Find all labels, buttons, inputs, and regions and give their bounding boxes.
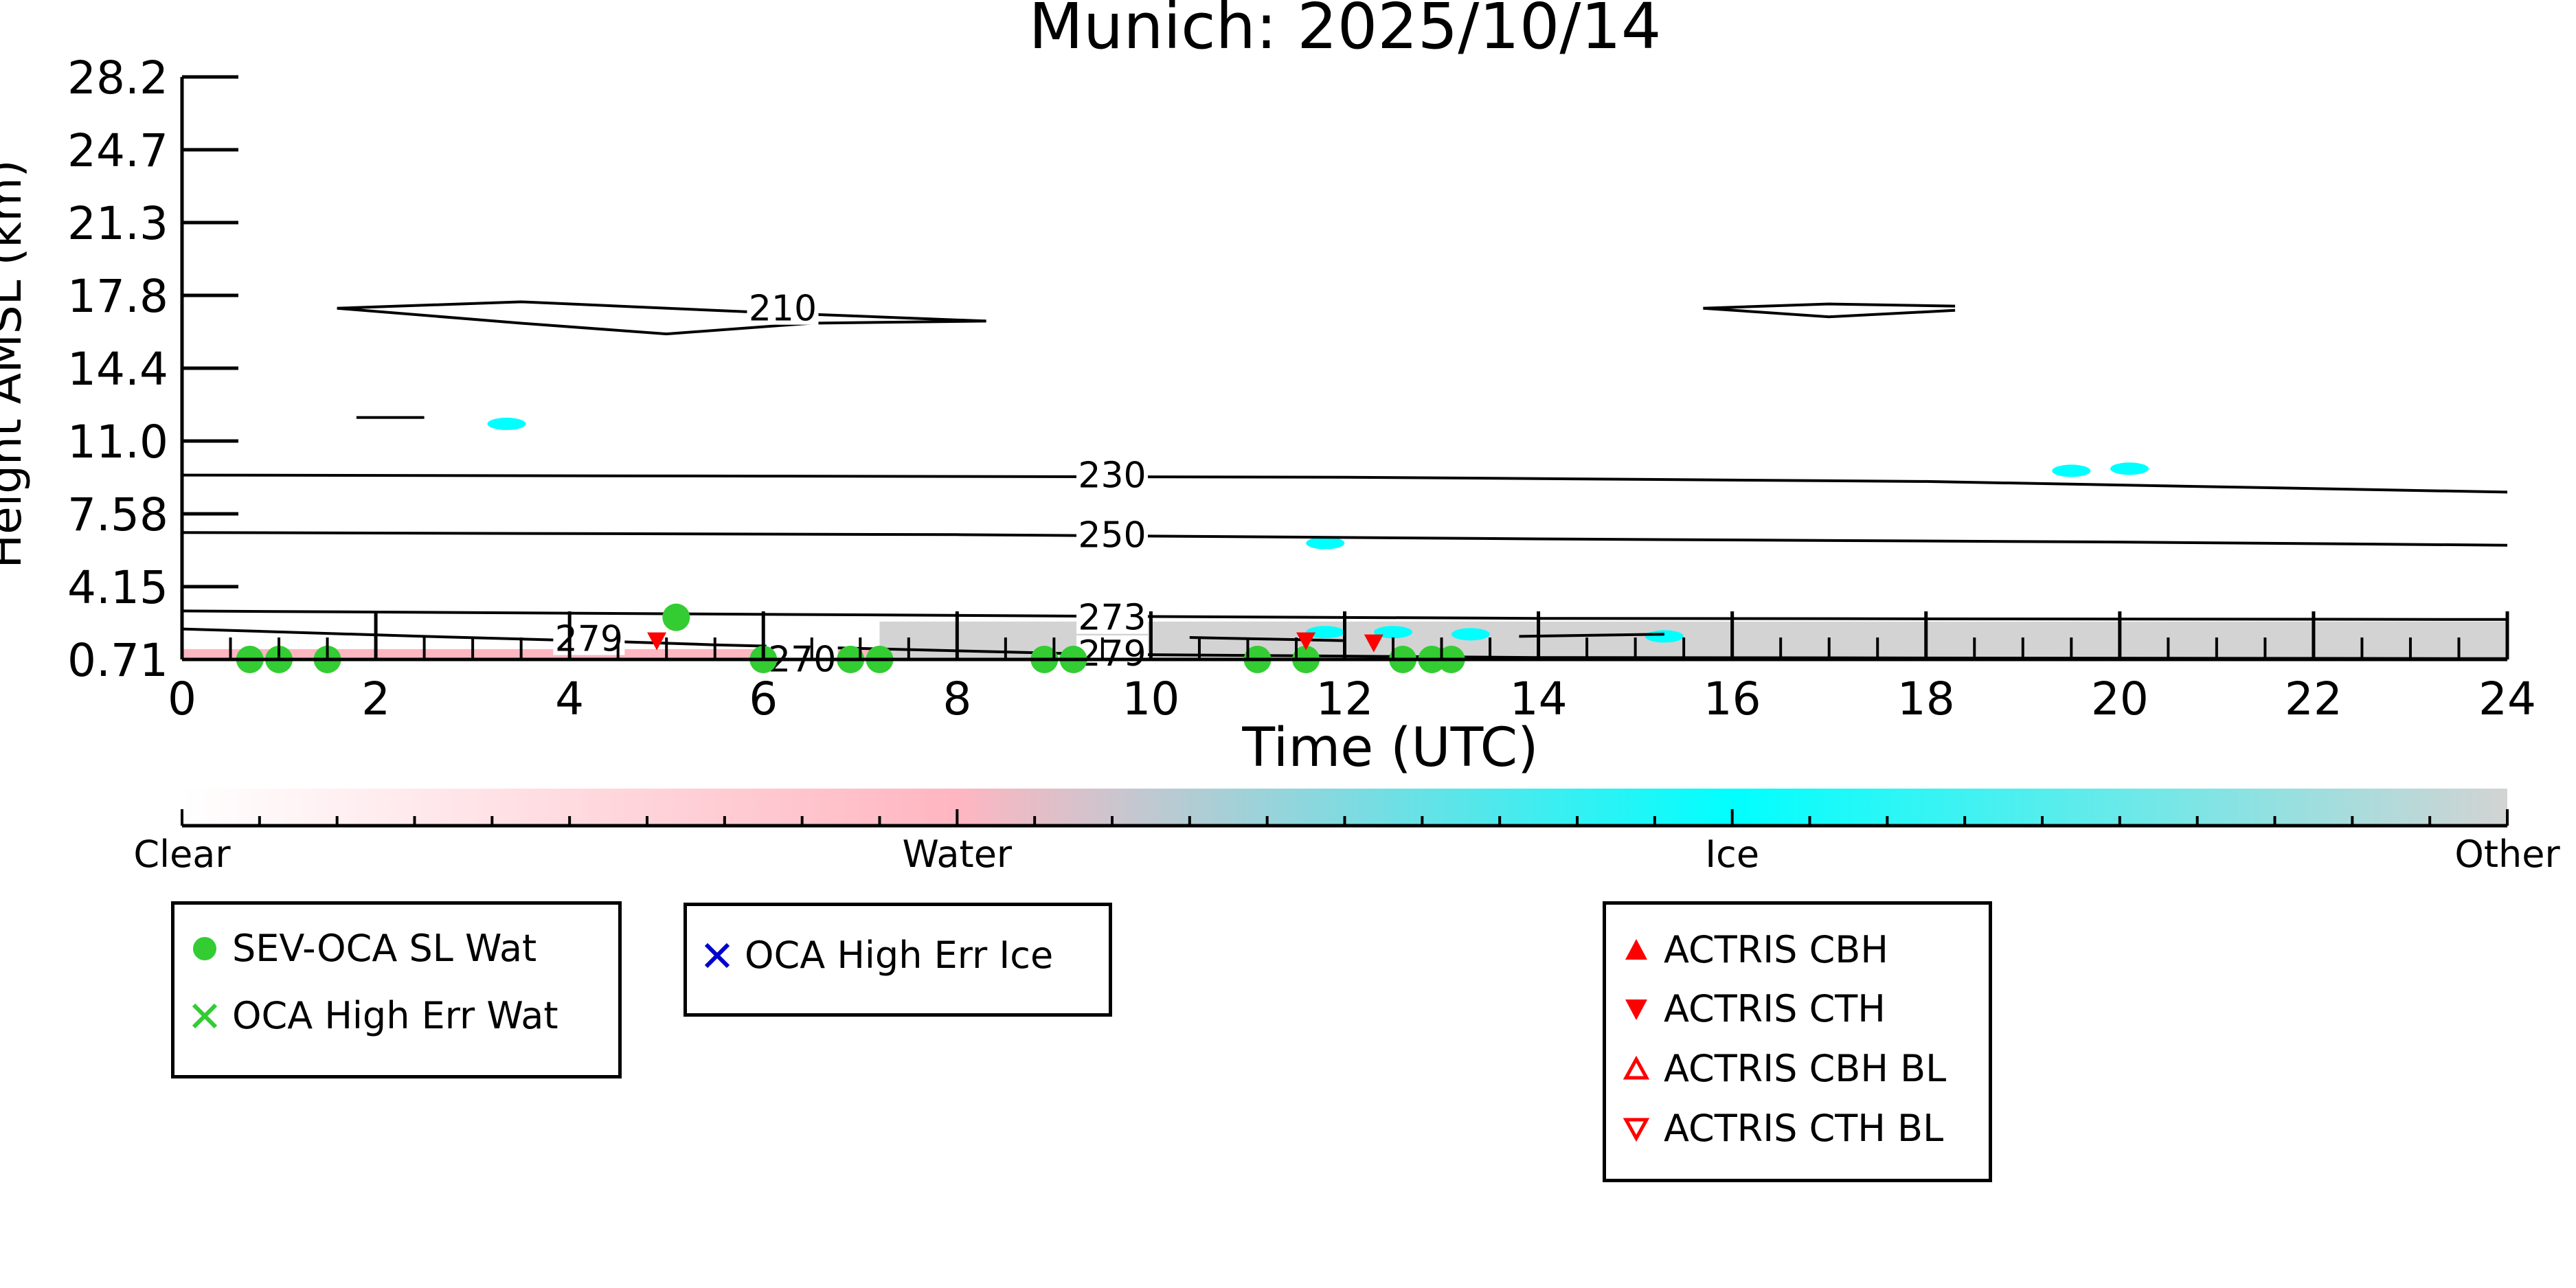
data-point: [647, 632, 667, 651]
green-dot-icon: [184, 928, 225, 969]
contour-line-250: [181, 531, 2508, 547]
contour-label: 273: [1078, 598, 1146, 639]
x-tick-label: 6: [749, 673, 778, 725]
legend-ice: OCA High Err Ice: [683, 903, 1112, 1017]
data-point: [1296, 632, 1316, 651]
x-tick-label: 2: [361, 673, 390, 725]
x-tick-label: 4: [555, 673, 584, 725]
x-tick-label: 18: [1897, 673, 1955, 725]
x-tick-label: 8: [942, 673, 971, 725]
contour-label: 279: [555, 618, 623, 659]
y-tick-label: 21.3: [67, 197, 168, 250]
ice-patch: [1451, 628, 1490, 641]
y-tick-label: 0.71: [67, 634, 168, 687]
legend-item: OCA High Err Wat: [174, 994, 558, 1037]
contour-line-273: [181, 609, 2508, 621]
legend-label: ACTRIS CTH BL: [1664, 1107, 1944, 1150]
legend-item: ACTRIS CTH BL: [1606, 1107, 1943, 1150]
green-x-icon: [184, 995, 225, 1037]
legend-label: ACTRIS CTH: [1664, 987, 1886, 1030]
blue-x-icon: [697, 935, 738, 976]
data-point: [662, 603, 690, 631]
legend-item: OCA High Err Ice: [687, 934, 1053, 977]
colorbar-label: Clear: [133, 833, 231, 876]
colorbar-label: Other: [2454, 833, 2560, 876]
contour-label-bg: [1076, 457, 1148, 492]
contour-label-bg: [553, 620, 625, 655]
legend-actris: ACTRIS CBH ACTRIS CTH ACTRIS CBH BL ACTR…: [1603, 901, 1992, 1182]
x-tick-label: 16: [1704, 673, 1761, 725]
legend-label: SEV-OCA SL Wat: [232, 927, 537, 970]
legend-item: ACTRIS CBH: [1606, 928, 1888, 971]
contour-line-210: [1703, 302, 1956, 310]
x-tick-label: 10: [1122, 673, 1179, 725]
ice-patch: [1374, 626, 1413, 639]
contour-line-210: [337, 306, 986, 336]
red-triangle-up-icon: [1616, 929, 1657, 971]
legend-item: SEV-OCA SL Wat: [174, 927, 536, 970]
legend-water: SEV-OCA SL Wat OCA High Err Wat: [171, 901, 622, 1078]
red-open-triangle-up-icon: [1616, 1048, 1657, 1089]
y-tick-label: 14.4: [67, 343, 168, 396]
chart-title: Munich: 2025/10/14: [1029, 0, 1662, 63]
legend-label: OCA High Err Ice: [745, 934, 1054, 977]
contour-line-230: [181, 473, 2508, 494]
data-point: [1364, 634, 1383, 653]
contour-label-bg: [1076, 635, 1148, 670]
legend-label: OCA High Err Wat: [232, 994, 558, 1037]
red-open-triangle-down-icon: [1616, 1108, 1657, 1149]
y-tick-label: 24.7: [67, 124, 168, 177]
ice-patch: [487, 418, 526, 431]
contour-label: 210: [749, 289, 817, 330]
contour-label-bg: [1076, 517, 1148, 552]
contour-label: 250: [1078, 515, 1146, 556]
x-tick-label: 0: [168, 673, 196, 725]
legend-item: ACTRIS CBH BL: [1606, 1047, 1946, 1090]
y-tick-label: 28.2: [67, 52, 168, 104]
red-triangle-down-icon: [1616, 988, 1657, 1030]
cloud-region-water: [182, 648, 880, 659]
ice-patch: [1306, 626, 1345, 639]
contour-label-bg: [747, 290, 819, 325]
contour-line-210: [337, 300, 986, 323]
x-tick-label: 24: [2478, 673, 2536, 725]
ice-patch: [2052, 464, 2091, 477]
x-axis-label: Time (UTC): [1241, 717, 1538, 779]
legend-label: ACTRIS CBH: [1664, 928, 1888, 971]
contour-line-210: [1703, 306, 1956, 319]
contour-label-bg: [1076, 599, 1148, 634]
legend-item: ACTRIS CTH: [1606, 987, 1886, 1030]
ice-patch: [1645, 630, 1684, 643]
contour-label: 230: [1078, 455, 1146, 497]
y-tick-label: 4.15: [67, 561, 168, 614]
x-tick-label: 14: [1510, 673, 1568, 725]
contour-line-270: [1189, 636, 1345, 642]
contour-label: 279: [1078, 633, 1146, 675]
y-tick-label: 7.58: [67, 488, 168, 541]
colorbar-label: Water: [903, 833, 1013, 876]
contour-line-270: [1519, 633, 1664, 638]
x-tick-label: 20: [2091, 673, 2149, 725]
x-tick-label: 12: [1316, 673, 1374, 725]
ice-patch: [2110, 462, 2149, 475]
y-tick-label: 11.0: [67, 416, 168, 468]
ice-patch: [1306, 536, 1345, 550]
y-tick-label: 17.8: [67, 270, 168, 323]
y-axis-label: Height AMSL (km): [0, 160, 32, 569]
x-tick-label: 22: [2285, 673, 2342, 725]
legend-label: ACTRIS CBH BL: [1664, 1047, 1947, 1090]
colorbar-label: Ice: [1705, 833, 1759, 876]
